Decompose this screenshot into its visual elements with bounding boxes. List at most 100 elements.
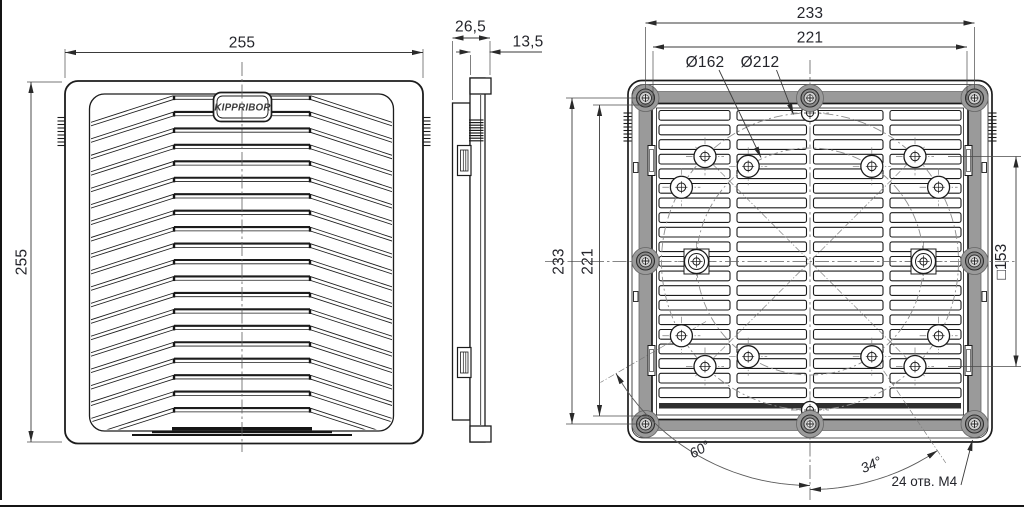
louver-wing-left bbox=[91, 95, 175, 124]
vent-slot bbox=[736, 124, 808, 136]
holes-note: 24 отв. M4 bbox=[892, 474, 958, 489]
louver-wing-right bbox=[309, 259, 392, 288]
louver-bend-tick bbox=[172, 309, 176, 314]
louver-wing-left bbox=[91, 329, 175, 358]
vent-slot bbox=[658, 372, 731, 384]
cassette-clip-inner bbox=[649, 149, 654, 172]
vent-slot bbox=[889, 314, 962, 326]
front-louver-grid bbox=[91, 95, 392, 430]
louver-wing-right bbox=[309, 160, 392, 190]
louver-bend-tick bbox=[308, 194, 312, 199]
louver-bend-tick bbox=[172, 260, 176, 265]
vent-slot bbox=[812, 372, 884, 384]
vent-slot bbox=[658, 299, 731, 311]
vent-slot bbox=[658, 109, 731, 121]
bolt-circle-162-label: Ø162 bbox=[686, 54, 725, 71]
bolt-circle-212-label: Ø212 bbox=[741, 54, 780, 71]
brand-badge: KIPPRIBOR bbox=[212, 91, 273, 123]
louver-wing-left bbox=[91, 226, 175, 256]
frame-tab bbox=[633, 162, 639, 173]
louver-bend-tick bbox=[172, 128, 176, 133]
louver-wing-right bbox=[309, 407, 392, 430]
vent-slot bbox=[736, 314, 808, 326]
louver-bend-tick bbox=[172, 375, 176, 380]
louver-wing-left bbox=[91, 394, 175, 424]
vent-slot bbox=[812, 387, 884, 399]
louver-wing-left bbox=[91, 98, 175, 127]
vent-slot bbox=[812, 197, 884, 209]
vent-slot bbox=[812, 270, 884, 282]
louver-wing-left bbox=[91, 279, 175, 308]
vent-slot bbox=[812, 109, 884, 121]
louver-wing-left bbox=[91, 181, 175, 210]
louver-wing-right bbox=[309, 148, 392, 177]
vent-slot bbox=[889, 226, 962, 238]
louver-wing-right bbox=[309, 131, 392, 160]
louver-bend-tick bbox=[172, 408, 176, 413]
front-view: KIPPRIBOR 255 255 bbox=[14, 35, 431, 452]
louver-wing-left bbox=[91, 197, 175, 226]
louver-bend-tick bbox=[172, 161, 176, 166]
leader-line-162 bbox=[718, 69, 762, 158]
dim-side-flange-offset: 13,5 bbox=[513, 34, 544, 51]
louver-wing-right bbox=[309, 276, 392, 305]
louver-bend-tick bbox=[308, 161, 312, 166]
louver-wing-left bbox=[91, 308, 175, 338]
louver-wing-left bbox=[91, 391, 175, 420]
cassette-clip-inner bbox=[966, 149, 971, 172]
louver-wing-right bbox=[309, 279, 392, 308]
louver-bend-tick bbox=[172, 227, 176, 232]
louver-wing-right bbox=[309, 341, 392, 371]
vent-slot bbox=[658, 212, 731, 223]
vent-slot bbox=[889, 168, 962, 180]
louver-wing-right bbox=[309, 243, 392, 272]
leader-line-212 bbox=[776, 69, 794, 115]
louver-wing-right bbox=[309, 127, 392, 157]
radial-line-34deg bbox=[876, 360, 947, 464]
vent-slot bbox=[889, 285, 962, 296]
louver-wing-left bbox=[91, 111, 175, 140]
louver-wing-right bbox=[309, 312, 392, 341]
louver-wing-right bbox=[309, 197, 392, 226]
dim-back-outer-height: 233 bbox=[551, 248, 568, 274]
louver-wing-right bbox=[309, 358, 392, 387]
louver-bend-tick bbox=[308, 358, 312, 364]
louver-wing-right bbox=[309, 411, 392, 430]
louver-bend-tick bbox=[308, 309, 312, 314]
louver-wing-right bbox=[309, 164, 392, 193]
louver-wing-right bbox=[309, 181, 392, 210]
louver-bend-tick bbox=[172, 95, 176, 101]
vent-slot bbox=[736, 139, 808, 150]
louver-bend-tick bbox=[308, 210, 312, 216]
louver-bend-tick bbox=[308, 243, 312, 249]
page-bottom-border bbox=[0, 505, 1024, 507]
cassette-clip bbox=[964, 145, 973, 176]
louver-bend-tick bbox=[308, 408, 312, 413]
back-frame-tabs bbox=[633, 162, 987, 302]
vent-slot bbox=[889, 109, 962, 121]
louver-wing-left bbox=[91, 276, 175, 305]
mounting-boss-ring bbox=[915, 253, 932, 270]
vent-slot bbox=[658, 139, 731, 150]
cassette-clip bbox=[964, 345, 973, 376]
side-top-cap bbox=[469, 77, 492, 95]
louver-bend-tick bbox=[308, 375, 312, 380]
louver-wing-left bbox=[91, 246, 175, 275]
louver-bend-tick bbox=[172, 243, 176, 249]
vent-slot bbox=[812, 285, 884, 296]
holes-note-leader bbox=[960, 439, 973, 486]
mounting-bosses bbox=[662, 94, 958, 429]
dim-back-square: □153 bbox=[993, 243, 1010, 279]
louver-bend-tick bbox=[172, 276, 176, 282]
louver-bend-tick bbox=[308, 260, 312, 265]
frame-tab bbox=[981, 291, 987, 302]
louver-wing-left bbox=[91, 144, 175, 173]
louver-wing-right bbox=[309, 325, 392, 354]
louver-wing-left bbox=[91, 325, 175, 354]
side-thumbwheel-knurl bbox=[469, 119, 484, 142]
louver-wing-left bbox=[91, 407, 175, 430]
back-thumbwheel-knurls bbox=[623, 112, 997, 142]
louver-bend-tick bbox=[308, 128, 312, 133]
louver-wing-left bbox=[91, 131, 175, 160]
